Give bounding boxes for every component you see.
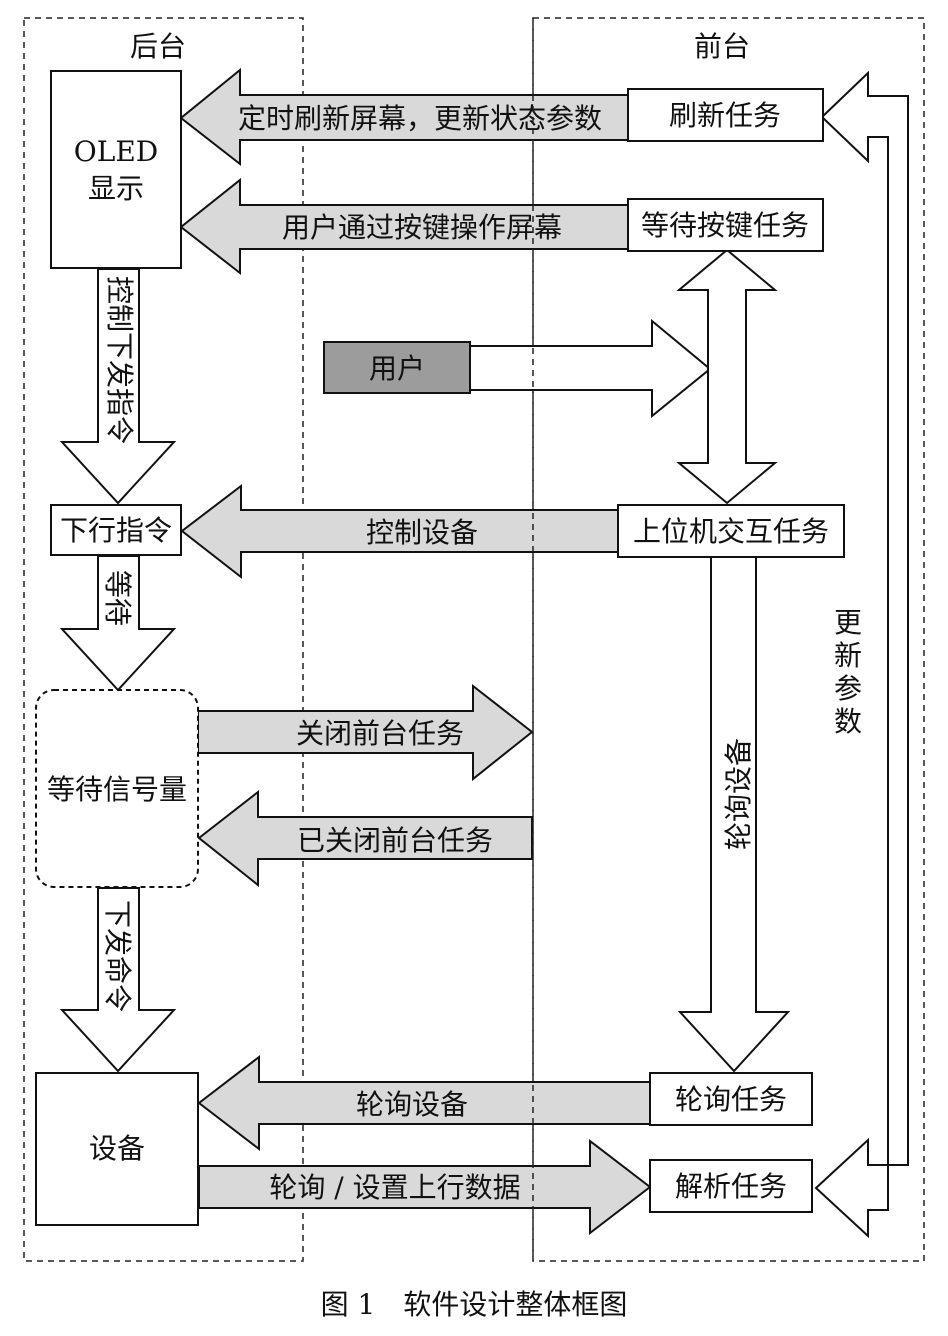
parse-task-box — [649, 1159, 813, 1213]
closed-front-arrow — [197, 789, 533, 888]
downlink-command-label: 下行指令 — [60, 514, 172, 547]
wait-key-task-label: 等待按键任务 — [641, 209, 809, 242]
poll-device-vertical-arrow — [677, 556, 791, 1073]
poll-device-vertical-arrow-label: 轮询设备 — [722, 738, 755, 850]
control-issue-arrow-label: 控制下发指令 — [103, 276, 136, 444]
closed-front-arrow-label: 已关闭前台任务 — [297, 824, 493, 857]
wait-arrow-label: 等待 — [101, 570, 134, 626]
poll-task-box — [649, 1072, 813, 1126]
wait-arrow — [59, 555, 177, 692]
control-device-arrow-label: 控制设备 — [366, 516, 478, 549]
refresh-screen-arrow — [179, 67, 629, 167]
user-box — [323, 341, 471, 394]
oled-display-box — [50, 70, 182, 269]
poll-set-uplink-arrow — [198, 1138, 652, 1236]
oled-display-label-1: OLED — [74, 135, 158, 168]
refresh-task-label: 刷新任务 — [669, 99, 781, 132]
update-params-label-4: 数 — [834, 705, 862, 738]
poll-device-arrow-label: 轮询设备 — [356, 1088, 468, 1121]
poll-set-uplink-arrow-label: 轮询 / 设置上行数据 — [269, 1171, 520, 1204]
user-label: 用户 — [369, 352, 425, 385]
host-interaction-task-label: 上位机交互任务 — [633, 515, 829, 548]
parse-task-label: 解析任务 — [675, 1170, 787, 1203]
update-params-label-3: 参 — [834, 672, 862, 705]
user-input-arrow — [469, 318, 712, 419]
wait-semaphore-label: 等待信号量 — [47, 773, 187, 806]
refresh-screen-arrow-label: 定时刷新屏幕，更新状态参数 — [238, 102, 602, 135]
backend-zone-label: 后台 — [130, 30, 186, 63]
poll-task-label: 轮询任务 — [675, 1083, 787, 1116]
control-device-arrow — [180, 483, 619, 580]
oled-display-label-2: 显示 — [88, 172, 144, 205]
poll-device-arrow — [197, 1054, 651, 1152]
frontend-zone-label: 前台 — [694, 30, 750, 63]
issue-command-arrow — [59, 887, 177, 1073]
backend-zone — [23, 17, 304, 1262]
device-box — [35, 1072, 199, 1226]
downlink-command-box — [50, 504, 182, 556]
figure-caption: 图 1 软件设计整体框图 — [321, 1288, 628, 1321]
frontend-zone — [532, 17, 925, 1262]
wait-key-task-box — [627, 198, 824, 252]
wait-semaphore-box — [35, 689, 199, 888]
issue-command-arrow-label: 下发命令 — [101, 900, 134, 1012]
close-front-arrow-label: 关闭前台任务 — [296, 717, 464, 750]
refresh-task-box — [627, 88, 824, 142]
host-interaction-task-box — [617, 504, 845, 558]
close-front-arrow — [197, 683, 534, 782]
update-params-label-1: 更 — [834, 606, 862, 639]
update-params-label-2: 新 — [834, 639, 862, 672]
device-label: 设备 — [89, 1132, 145, 1165]
key-operate-arrow-label: 用户通过按键操作屏幕 — [282, 211, 562, 244]
key-host-double-arrow — [676, 248, 778, 505]
key-operate-arrow — [179, 177, 629, 276]
control-issue-arrow — [59, 268, 177, 505]
